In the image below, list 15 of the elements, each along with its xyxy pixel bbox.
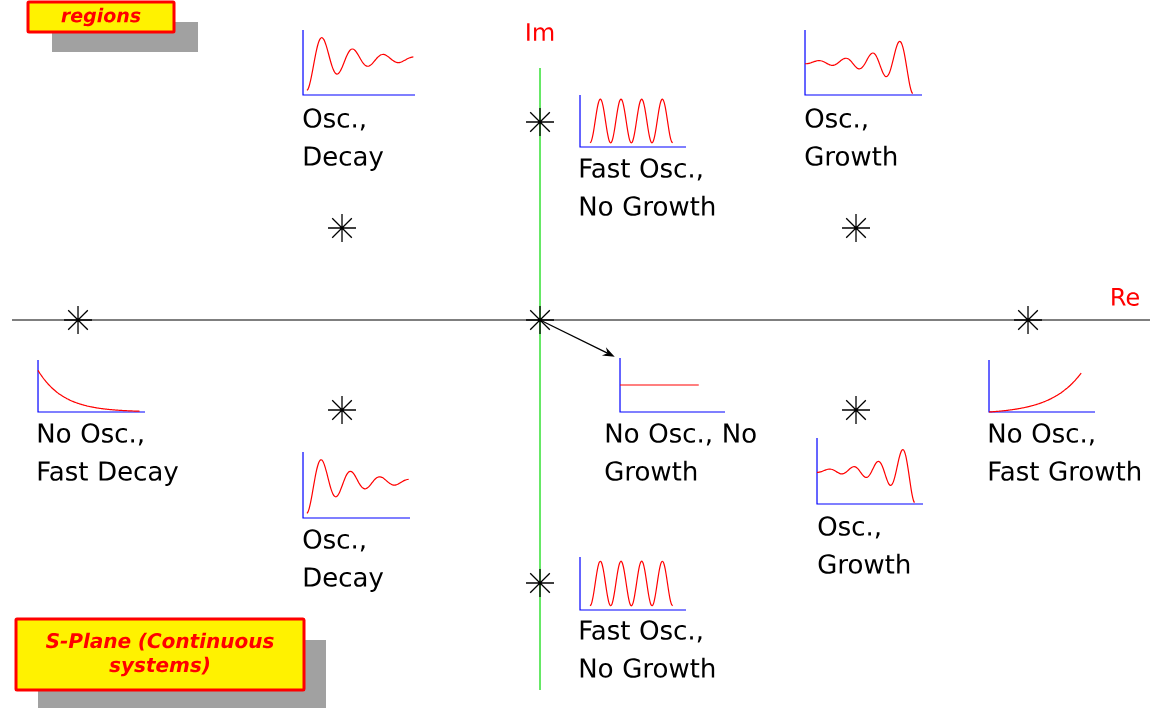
region-caption: Osc., Decay (303, 529, 384, 592)
region-caption: No Osc., Fast Growth (989, 423, 1141, 481)
region-caption: Osc., Growth (818, 516, 910, 574)
region-caption: No Osc., No Growth (605, 423, 756, 481)
region-caption: Fast Osc., No Growth (580, 620, 715, 678)
title-box: regions (26, 0, 198, 52)
pole-marker (525, 305, 555, 335)
axis-label: Im (527, 23, 554, 41)
axis-label: Re (1112, 288, 1139, 306)
region-caption: No Osc., Fast Decay (38, 423, 178, 486)
region-caption: Osc., Growth (805, 108, 897, 166)
title-box: S-Plane (Continuous systems) (14, 617, 326, 708)
region-caption: Osc., Decay (303, 108, 384, 171)
response-plot-drawing (619, 357, 726, 413)
region-caption: Fast Osc., No Growth (580, 158, 715, 216)
